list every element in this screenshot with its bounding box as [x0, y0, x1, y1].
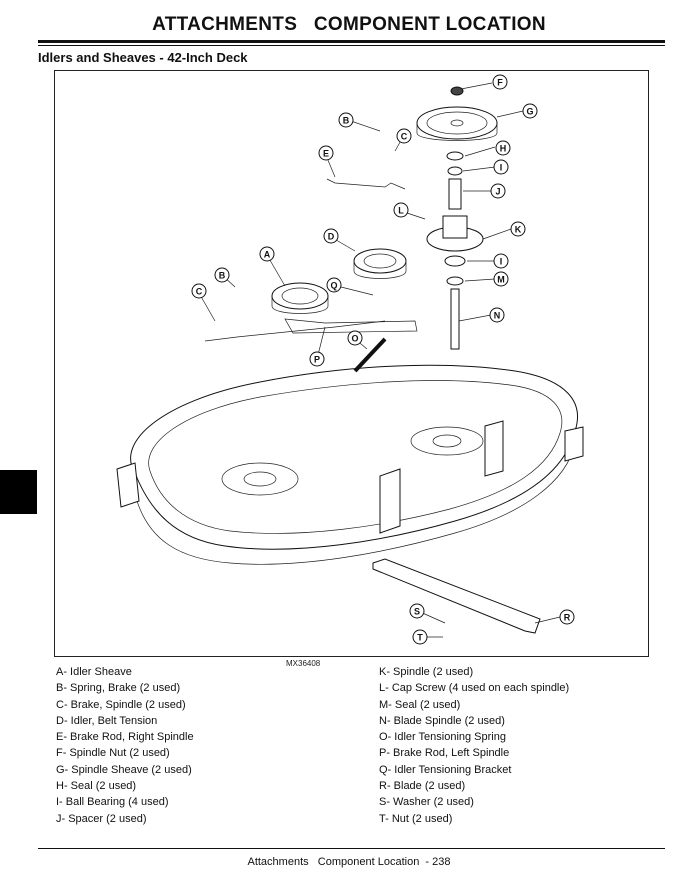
footer-rule — [38, 848, 665, 849]
parts-legend-left: A- Idler Sheave B- Spring, Brake (2 used… — [56, 664, 194, 827]
legend-item: I- Ball Bearing (4 used) — [56, 796, 169, 809]
callout-b: B — [338, 112, 354, 128]
tension-spring-part — [353, 337, 387, 373]
legend-item: K- Spindle (2 used) — [379, 666, 474, 678]
legend-item: L- Cap Screw (4 used on each spindle) — [379, 682, 570, 695]
callout-q: Q — [326, 277, 342, 293]
page-title: ATTACHMENTS COMPONENT LOCATION — [152, 14, 546, 35]
blade-part — [372, 558, 541, 634]
svg-text:L: L — [398, 206, 404, 216]
callout-t: T — [412, 629, 428, 645]
svg-text:B: B — [343, 116, 350, 126]
callout-f: F — [492, 74, 508, 90]
svg-text:K: K — [515, 225, 522, 235]
header-rule-thick — [38, 40, 665, 43]
callout-m: M — [493, 271, 509, 287]
svg-text:F: F — [497, 78, 503, 88]
callout-i-lower: I — [493, 253, 509, 269]
svg-text:O: O — [351, 334, 358, 344]
legend-item: G- Spindle Sheave (2 used) — [56, 763, 192, 776]
callout-g: G — [522, 103, 538, 119]
figure-code: MX36408 — [286, 659, 321, 668]
legend-item: O- Idler Tensioning Spring — [379, 731, 506, 744]
page-footer: Attachments Component Location - 238 — [247, 856, 451, 868]
parts-legend-right: K- Spindle (2 used) L- Cap Screw (4 used… — [379, 664, 569, 827]
callout-c: C — [396, 128, 412, 144]
section-subtitle: Idlers and Sheaves - 42-Inch Deck — [38, 50, 248, 65]
spindle-sheave-part — [416, 106, 498, 141]
legend-item: S- Washer (2 used) — [379, 796, 474, 809]
svg-text:M: M — [497, 275, 505, 285]
svg-text:N: N — [494, 311, 501, 321]
mower-deck — [116, 364, 584, 565]
svg-text:P: P — [314, 355, 320, 365]
svg-text:J: J — [495, 187, 500, 197]
callout-j: J — [490, 183, 506, 199]
legend-item: H- Seal (2 used) — [56, 780, 137, 793]
svg-text:Q: Q — [330, 281, 337, 291]
svg-text:D: D — [328, 232, 335, 242]
svg-text:C: C — [196, 287, 203, 297]
spindle-nut-part — [450, 86, 464, 96]
legend-item: C- Brake, Spindle (2 used) — [56, 698, 186, 711]
legend-item: A- Idler Sheave — [56, 666, 132, 678]
legend-item: D- Idler, Belt Tension — [56, 714, 158, 727]
svg-text:E: E — [323, 149, 329, 159]
svg-text:T: T — [417, 633, 423, 643]
legend-item: B- Spring, Brake (2 used) — [56, 682, 181, 695]
callout-o: O — [347, 330, 363, 346]
callout-c-left: C — [191, 283, 207, 299]
callout-l: L — [393, 202, 409, 218]
callout-r: R — [559, 609, 575, 625]
spindle-housing-part — [426, 215, 484, 350]
legend-item: T- Nut (2 used) — [379, 812, 453, 825]
callout-s: S — [409, 603, 425, 619]
header-rule-thin — [38, 45, 665, 46]
svg-text:S: S — [414, 607, 420, 617]
section-tab-marker — [0, 470, 37, 514]
callout-p: P — [309, 351, 325, 367]
callout-n: N — [489, 307, 505, 323]
callout-e: E — [318, 145, 334, 161]
legend-item: M- Seal (2 used) — [379, 698, 461, 711]
legend-item: F- Spindle Nut (2 used) — [56, 747, 170, 760]
callout-d: D — [323, 228, 339, 244]
legend-item: Q- Idler Tensioning Bracket — [379, 763, 512, 776]
svg-text:A: A — [264, 250, 271, 260]
brake-rod-right-part — [326, 178, 406, 190]
callout-k: K — [510, 221, 526, 237]
svg-text:I: I — [500, 257, 503, 267]
legend-item: P- Brake Rod, Left Spindle — [379, 747, 510, 760]
idler-bracket-part — [284, 318, 418, 334]
callout-h: H — [495, 140, 511, 156]
legend-item: E- Brake Rod, Right Spindle — [56, 731, 194, 744]
svg-text:R: R — [564, 613, 571, 623]
svg-text:B: B — [219, 271, 226, 281]
svg-text:H: H — [500, 144, 507, 154]
callout-i-upper: I — [493, 159, 509, 175]
legend-item: N- Blade Spindle (2 used) — [379, 714, 505, 727]
svg-text:I: I — [500, 163, 503, 173]
belt-tension-idler-part — [353, 248, 407, 279]
brake-rod-left-part — [204, 320, 386, 342]
callout-a: A — [259, 246, 275, 262]
svg-text:G: G — [526, 107, 533, 117]
legend-item: R- Blade (2 used) — [379, 780, 466, 793]
legend-item: J- Spacer (2 used) — [56, 812, 147, 825]
idler-sheave-part — [271, 282, 329, 314]
callout-b-left: B — [214, 267, 230, 283]
exploded-view-figure: F G B C H I J E L K D A I M B Q C N O P … — [54, 70, 649, 657]
svg-text:C: C — [401, 132, 408, 142]
deck-illustration: F G B C H I J E L K D A I M B Q C N O P … — [116, 74, 584, 645]
